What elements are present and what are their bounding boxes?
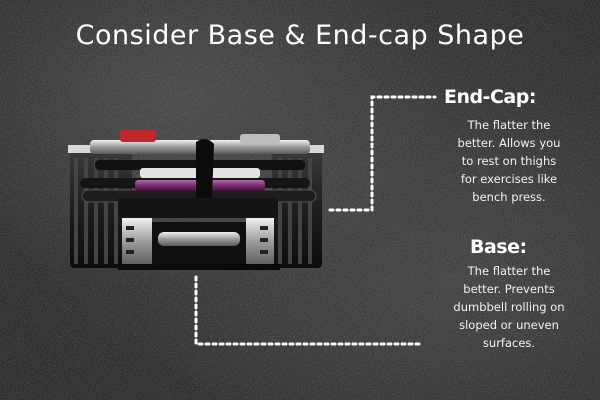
end-cap-heading: End-Cap: [444,86,536,108]
infographic-title: Consider Base & End-cap Shape [75,20,525,51]
end-cap-line: to rest on thighs [461,154,557,168]
base-line: sloped or uneven [459,318,559,332]
base-callout-line [194,275,422,346]
end-cap-description: The flatter the better. Allows you to re… [434,116,584,206]
base-line: better. Prevents [463,282,555,296]
dumbbell-handle [135,138,265,201]
end-cap-line: The flatter the [467,118,551,132]
end-cap-line: better. Allows you [457,136,561,150]
dumbbell-base [118,198,280,270]
base-heading: Base: [470,236,527,258]
base-line: dumbbell rolling on [453,300,565,314]
base-line: The flatter the [467,264,551,278]
end-cap-callout-line [328,95,437,212]
base-description: The flatter the better. Prevents dumbbel… [434,262,584,352]
end-cap-line: bench press. [472,190,546,204]
end-cap-line: for exercises like [460,172,558,186]
base-line: surfaces. [482,336,536,350]
